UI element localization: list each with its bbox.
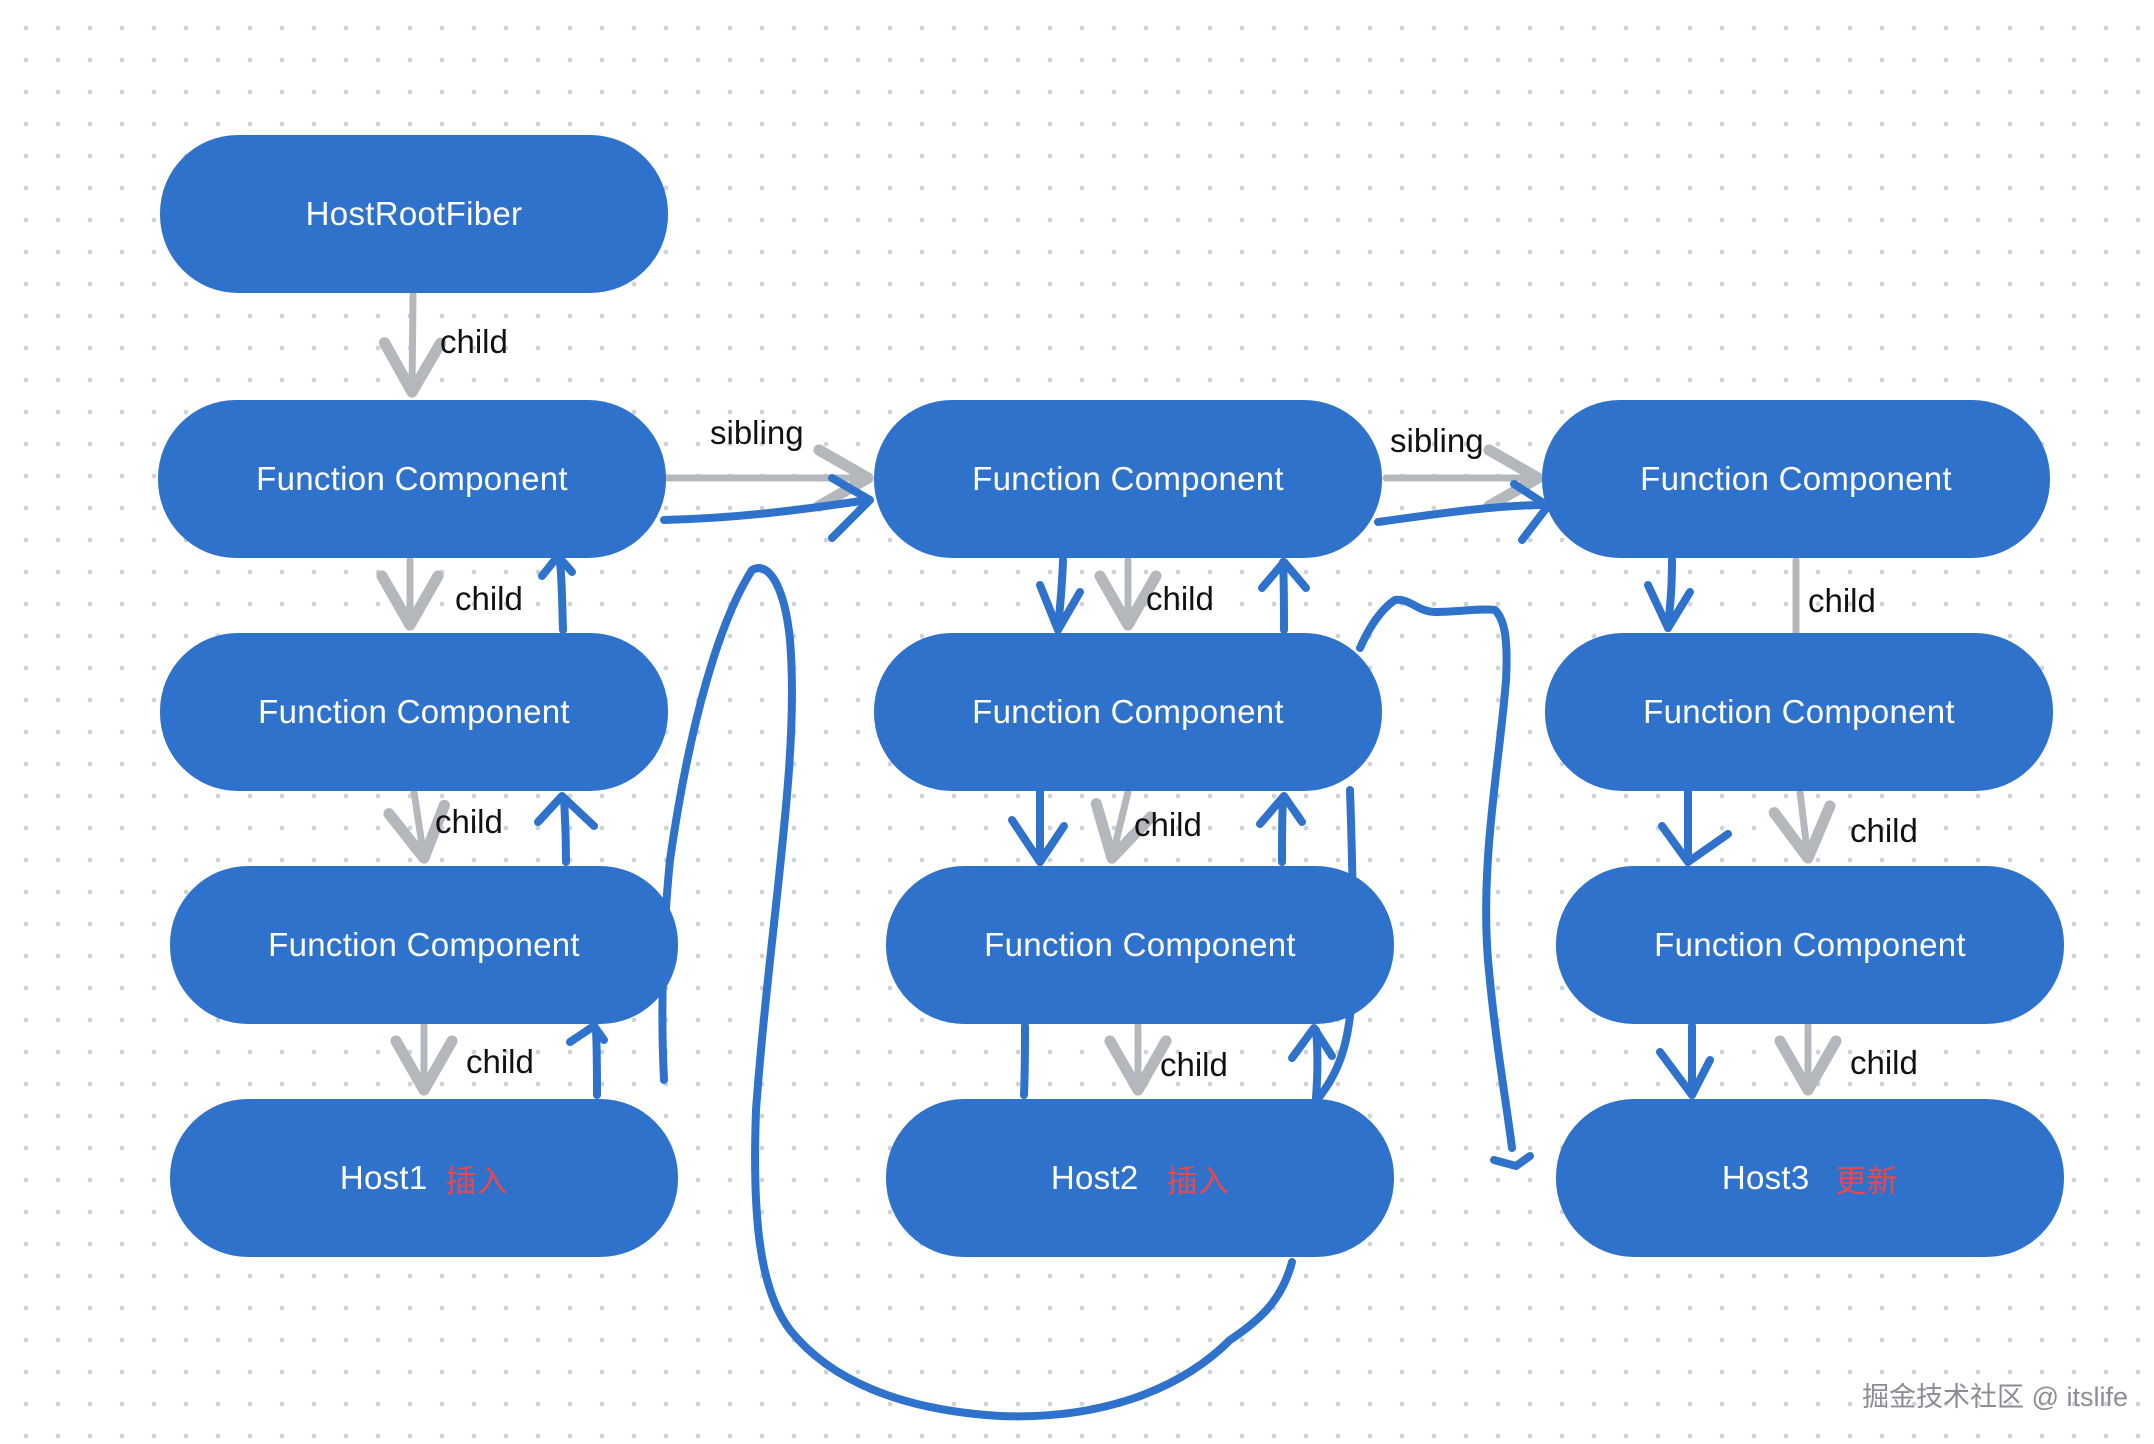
- blue-up-col1-2-head: [534, 792, 598, 830]
- host2-insert-tag: 插入: [1166, 1163, 1230, 1199]
- node-host1: Host1 插入: [170, 1099, 678, 1257]
- node-col1-function-component-2: Function Component: [160, 633, 668, 791]
- node-host3: Host3 更新: [1556, 1099, 2064, 1257]
- blue-down-col3-3-head: [1656, 1048, 1714, 1099]
- child-edge-root-fc1: [378, 291, 447, 398]
- node-label: Function Component: [1643, 693, 1955, 730]
- child-edge-col3-2: [1768, 788, 1836, 864]
- blue-sibling-stroke-1: [660, 496, 872, 524]
- node-label: Host2: [1050, 1159, 1139, 1196]
- node-label: Function Component: [1640, 460, 1952, 497]
- node-label: Function Component: [256, 460, 568, 497]
- edge-label-child: child: [455, 580, 523, 617]
- node-label: Function Component: [984, 926, 1296, 963]
- node-label: HostRootFiber: [305, 195, 523, 232]
- node-col3-function-component-1: Function Component: [1542, 400, 2050, 558]
- blue-down-col3-1-head: [1644, 581, 1694, 632]
- node-label: Host3: [1721, 1159, 1810, 1196]
- node-label: Function Component: [258, 693, 570, 730]
- host3-update-tag: 更新: [1835, 1163, 1899, 1199]
- child-edge-col2-2: [1090, 788, 1157, 864]
- node-label: Function Component: [1654, 926, 1966, 963]
- edge-label-child: child: [1850, 1044, 1918, 1081]
- node-col1-function-component-1: Function Component: [158, 400, 666, 558]
- node-col2-function-component-3: Function Component: [886, 866, 1394, 1024]
- child-edge-col1-2: [383, 788, 450, 864]
- blue-up-col2-1-head: [1258, 558, 1310, 592]
- edge-label-child: child: [1160, 1046, 1228, 1083]
- edge-label-child: child: [1134, 806, 1202, 843]
- watermark: 掘金技术社区 @ itslife: [1862, 1382, 2128, 1412]
- blue-down-col2-2-head: [1008, 816, 1068, 866]
- node-col1-function-component-3: Function Component: [170, 866, 678, 1024]
- node-label: Function Component: [972, 693, 1284, 730]
- blue-up-col1-1: [556, 558, 567, 634]
- host1-insert-tag: 插入: [445, 1163, 509, 1199]
- blue-up-col2-3-head: [1288, 1024, 1336, 1062]
- edge-label-sibling: sibling: [1390, 422, 1484, 459]
- blue-up-col1-3: [592, 1026, 601, 1099]
- edge-label-child: child: [1850, 812, 1918, 849]
- blue-to-host3: [1356, 595, 1516, 1152]
- blue-up-col2-1: [1279, 558, 1288, 634]
- edge-label-child: child: [466, 1043, 534, 1080]
- node-col2-function-component-1: Function Component: [874, 400, 1382, 558]
- blue-down-col2-3: [1020, 1022, 1029, 1099]
- blue-up-col1-3-head: [566, 1022, 608, 1046]
- edge-label-child: child: [1146, 580, 1214, 617]
- blue-up-col1-2: [560, 794, 570, 866]
- blue-sibling-head-1: [828, 474, 874, 542]
- blue-up-col2-2-head: [1256, 792, 1306, 828]
- node-label: Host1: [339, 1159, 428, 1196]
- blue-to-host3-head: [1490, 1152, 1534, 1170]
- edge-label-sibling: sibling: [710, 414, 804, 451]
- node-col2-function-component-2: Function Component: [874, 633, 1382, 791]
- edge-label-child: child: [435, 803, 503, 840]
- blue-down-col2-1-head: [1036, 581, 1084, 634]
- node-col3-function-component-3: Function Component: [1556, 866, 2064, 1024]
- blue-sibling-stroke-2: [1374, 501, 1549, 526]
- node-label: Function Component: [972, 460, 1284, 497]
- edge-label-child: child: [440, 323, 508, 360]
- node-host-root-fiber: HostRootFiber: [160, 135, 668, 293]
- blue-down-col3-2-head: [1658, 822, 1732, 866]
- node-host2: Host2 插入: [886, 1099, 1394, 1257]
- blue-loop-col1-to-col2: [658, 564, 1296, 1421]
- edge-label-child: child: [1808, 582, 1876, 619]
- node-col3-function-component-2: Function Component: [1545, 633, 2053, 791]
- blue-up-col2-2: [1278, 794, 1287, 866]
- node-label: Function Component: [268, 926, 580, 963]
